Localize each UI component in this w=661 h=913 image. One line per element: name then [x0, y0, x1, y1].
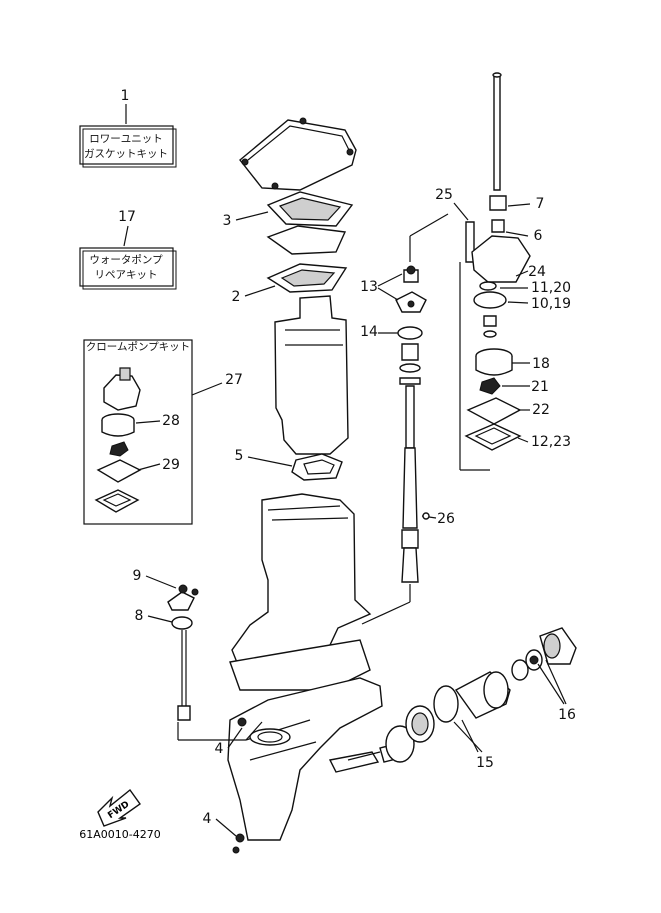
callout-29: 29 [162, 457, 180, 473]
callout-15: 15 [476, 755, 494, 771]
diagram-code: 61A0010-4270 [79, 828, 160, 841]
callout-12-23: 12,23 [531, 434, 571, 450]
top-cover-assembly: 3 2 [223, 117, 357, 305]
callout-2: 2 [232, 289, 241, 305]
callout-11-20: 11,20 [531, 280, 571, 296]
water-pump-assembly: 7 6 25 24 11,20 10,19 18 21 [435, 72, 571, 471]
kit-17-line1: ウォータポンプ [89, 254, 163, 266]
callout-26: 26 [437, 511, 455, 527]
callout-4-lower: 4 [203, 811, 212, 827]
callout-16: 16 [558, 707, 576, 723]
callout-5: 5 [235, 448, 244, 464]
callout-27: 27 [225, 372, 243, 388]
callout-13: 13 [360, 279, 378, 295]
chrome-pump-kit: クロームポンプキット 28 29 27 [83, 339, 243, 525]
kit-1-line2: ガスケットキット [84, 148, 168, 160]
callout-6: 6 [534, 228, 543, 244]
kit-1: 1 ロワーユニット ガスケットキット [79, 88, 177, 168]
fwd-indicator: FWD [97, 788, 141, 827]
drive-shaft-assembly: 13 14 26 [360, 213, 455, 625]
kit-17: 17 ウォータポンプ リペアキット [79, 209, 177, 290]
callout-3: 3 [223, 213, 232, 229]
callout-4-upper: 4 [215, 741, 224, 757]
callout-17: 17 [118, 209, 136, 225]
callout-9: 9 [133, 568, 142, 584]
callout-25: 25 [435, 187, 453, 203]
callout-7: 7 [536, 196, 545, 212]
callout-8: 8 [135, 608, 144, 624]
callout-22: 22 [532, 402, 550, 418]
chrome-kit-title: クロームポンプキット [86, 341, 190, 353]
lower-housing [227, 493, 383, 854]
callout-10-19: 10,19 [531, 296, 571, 312]
callout-18: 18 [532, 356, 550, 372]
callout-28: 28 [162, 413, 180, 429]
kit-17-line2: リペアキット [95, 269, 158, 281]
upper-housing: 5 [235, 295, 349, 481]
callout-14: 14 [360, 324, 378, 340]
callout-21: 21 [531, 379, 549, 395]
left-small-parts: 9 8 4 4 [133, 568, 263, 837]
propeller-shaft-assembly: 15 16 [347, 627, 577, 771]
callout-24: 24 [528, 264, 546, 280]
callout-1: 1 [121, 88, 130, 104]
kit-1-line1: ロワーユニット [89, 133, 163, 145]
